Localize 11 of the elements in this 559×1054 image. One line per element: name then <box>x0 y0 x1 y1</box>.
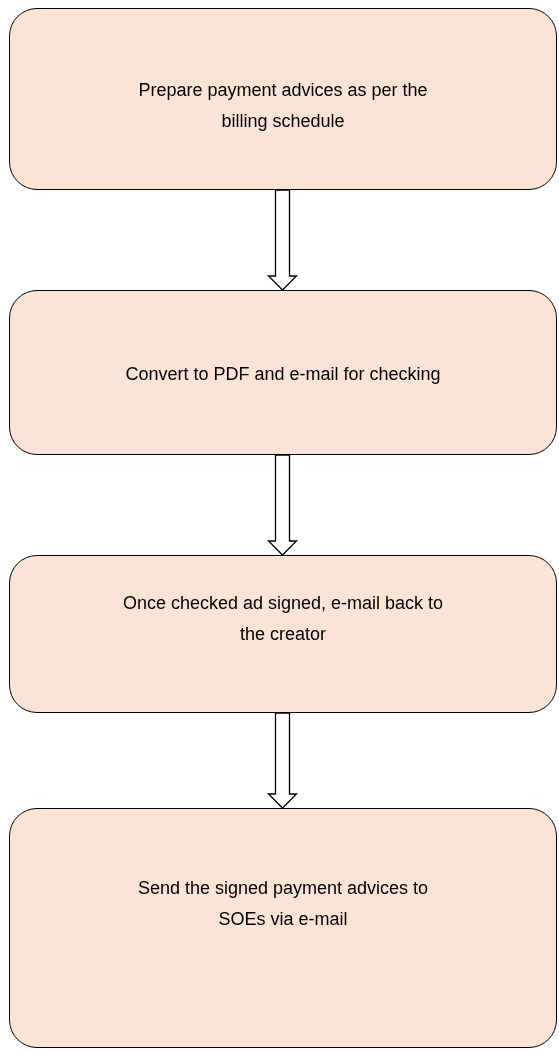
process-box <box>9 8 557 190</box>
process-box <box>9 555 557 713</box>
process-box <box>9 808 557 1048</box>
step-text: Once checked ad signed, e-mail back to the creator <box>121 592 445 646</box>
step-text: Send the signed payment advices to SOEs via e-mail <box>136 877 430 931</box>
block-arrow <box>266 712 299 809</box>
process-box <box>9 290 557 455</box>
block-arrow <box>266 454 299 556</box>
step-text: Prepare payment advices as per the billing schedule <box>137 79 429 133</box>
step-text: Convert to PDF and e-mail for checking <box>124 363 442 386</box>
block-arrow <box>266 189 299 291</box>
